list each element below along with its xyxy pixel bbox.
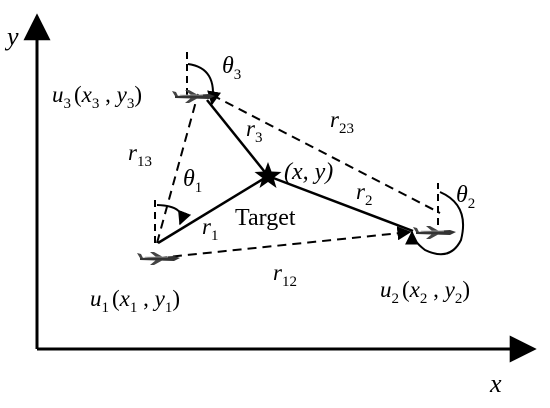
line-r12 bbox=[157, 226, 412, 259]
y-axis-label: y bbox=[4, 22, 19, 51]
line-r2 bbox=[267, 174, 414, 233]
line-r23 bbox=[211, 94, 441, 214]
r13-label: r13 bbox=[128, 140, 152, 170]
theta2-label: θ2 bbox=[456, 182, 475, 212]
r23-label: r23 bbox=[330, 107, 354, 137]
heading-angles bbox=[154, 50, 465, 256]
r12-label: r12 bbox=[273, 260, 297, 290]
target-coord-label: (x, y) bbox=[284, 159, 333, 185]
target-label: Target bbox=[235, 205, 296, 231]
line-r13 bbox=[156, 93, 199, 244]
r1-label: r1 bbox=[202, 214, 218, 244]
aircraft-icon bbox=[413, 226, 456, 239]
line-r1 bbox=[157, 174, 269, 245]
x-axis-label: x bbox=[489, 369, 502, 398]
aircraft-icon bbox=[172, 90, 215, 103]
r3-label: r3 bbox=[246, 116, 262, 146]
inter-uav-lines bbox=[156, 93, 441, 259]
angle-arc-theta1 bbox=[156, 204, 192, 226]
angle-arc-theta2 bbox=[405, 191, 465, 256]
theta3-label: θ3 bbox=[222, 53, 241, 83]
theta1-label: θ1 bbox=[183, 166, 202, 196]
uav3-label: u3(x3 , y3) bbox=[52, 82, 142, 112]
uav2-label: u2(x2 , y2) bbox=[380, 277, 470, 307]
range-lines bbox=[157, 99, 414, 245]
angle-arc-theta3 bbox=[187, 63, 221, 106]
uav1-label: u1(x1 , y1) bbox=[90, 286, 180, 316]
axes: y x bbox=[4, 13, 537, 398]
target-star-icon bbox=[254, 162, 282, 188]
line-r3 bbox=[206, 99, 269, 177]
r2-label: r2 bbox=[356, 179, 372, 209]
aircraft-icon bbox=[137, 252, 180, 265]
